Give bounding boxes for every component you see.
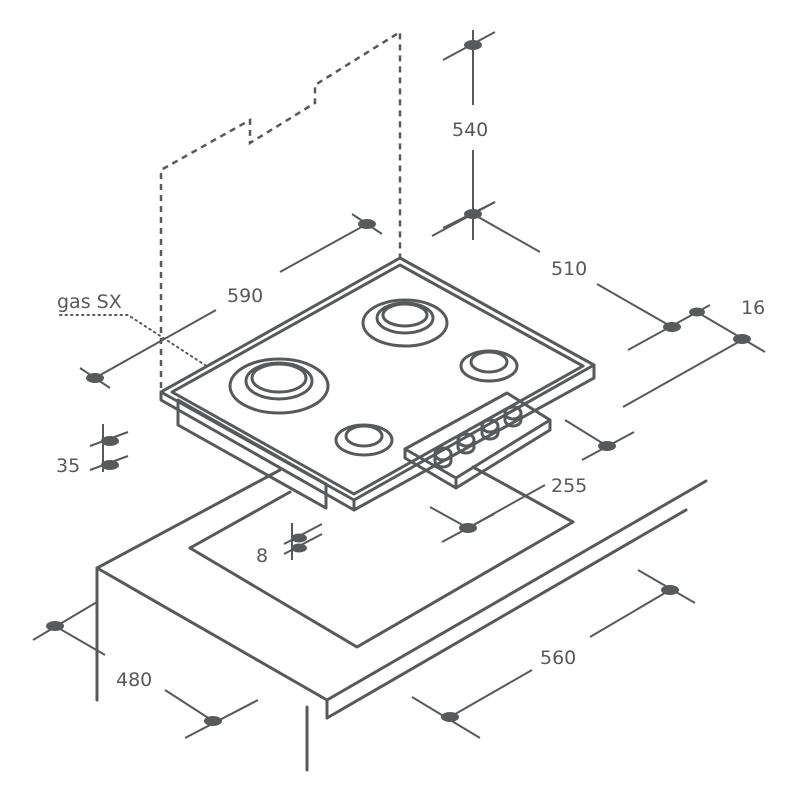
hob [159,256,596,512]
dimension-510 [431,201,711,351]
burner-large [228,357,330,415]
knob [456,432,476,455]
dimension-590-label: 590 [227,285,263,307]
model-leader [59,314,206,366]
dimension-560-label: 560 [540,647,576,669]
dimension-510-label: 510 [551,258,587,280]
dimension-16-label: 16 [741,297,765,319]
dimension-480 [32,601,259,739]
dimension-255 [429,419,635,543]
dimension-35 [89,424,129,472]
knob [503,405,523,428]
wall-outline [159,29,402,388]
dimension-35-label: 35 [56,455,80,477]
knob [480,418,500,441]
dimension-8 [283,523,323,560]
burner-rear [361,298,449,348]
dimension-540-label: 540 [452,119,488,141]
countertop [95,465,708,772]
control-panel [403,391,552,490]
dimension-8-label: 8 [256,545,268,567]
dimension-590 [79,213,383,389]
dimension-560 [411,569,696,739]
knob [433,446,453,469]
model-label: gas SX [57,291,122,313]
dimension-480-label: 480 [116,669,152,691]
dimension-255-label: 255 [551,475,587,497]
burner-front [334,423,394,457]
dimension-16 [622,307,766,408]
burner-small [459,349,519,383]
cutout-outline [188,465,575,649]
